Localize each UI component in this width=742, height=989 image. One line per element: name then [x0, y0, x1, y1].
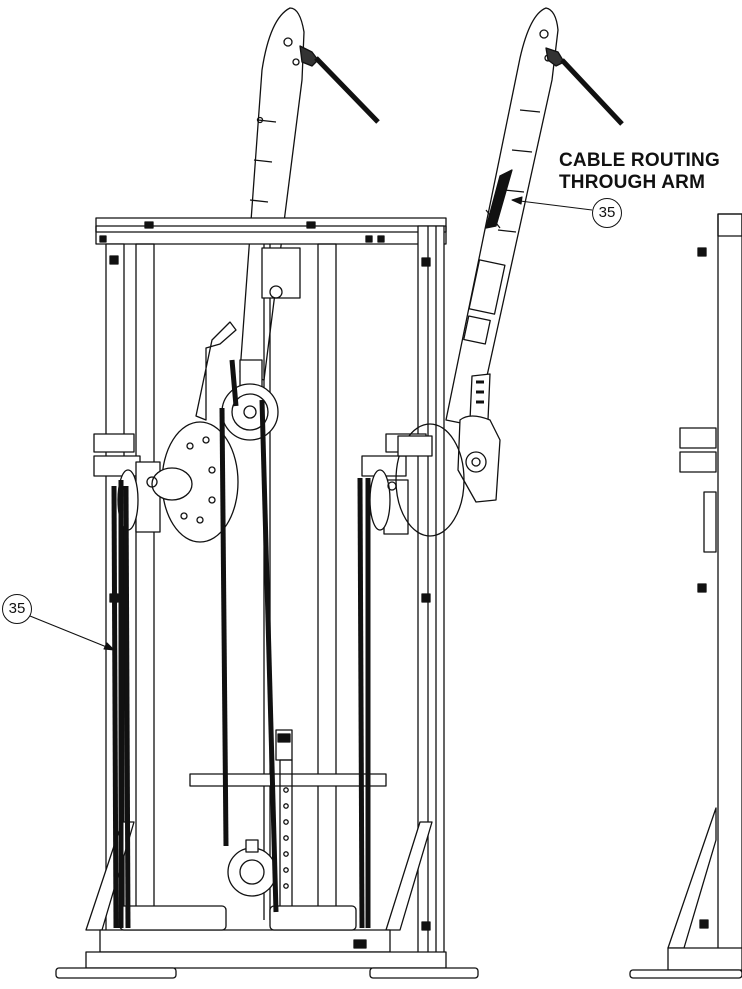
left-cables [111, 359, 371, 929]
left-arm [239, 7, 380, 381]
part-balloon-arm-cable: 35 [592, 198, 622, 228]
cable-routing-callout: CABLE ROUTING THROUGH ARM [559, 150, 720, 194]
part-balloon-frame-cable: 35 [2, 594, 32, 624]
callout-line-1: CABLE ROUTING [559, 150, 720, 171]
leader-lines [29, 196, 593, 651]
isolated-arm [395, 7, 624, 537]
right-frame-partial [629, 213, 742, 979]
callout-line-2: THROUGH ARM [559, 172, 706, 193]
